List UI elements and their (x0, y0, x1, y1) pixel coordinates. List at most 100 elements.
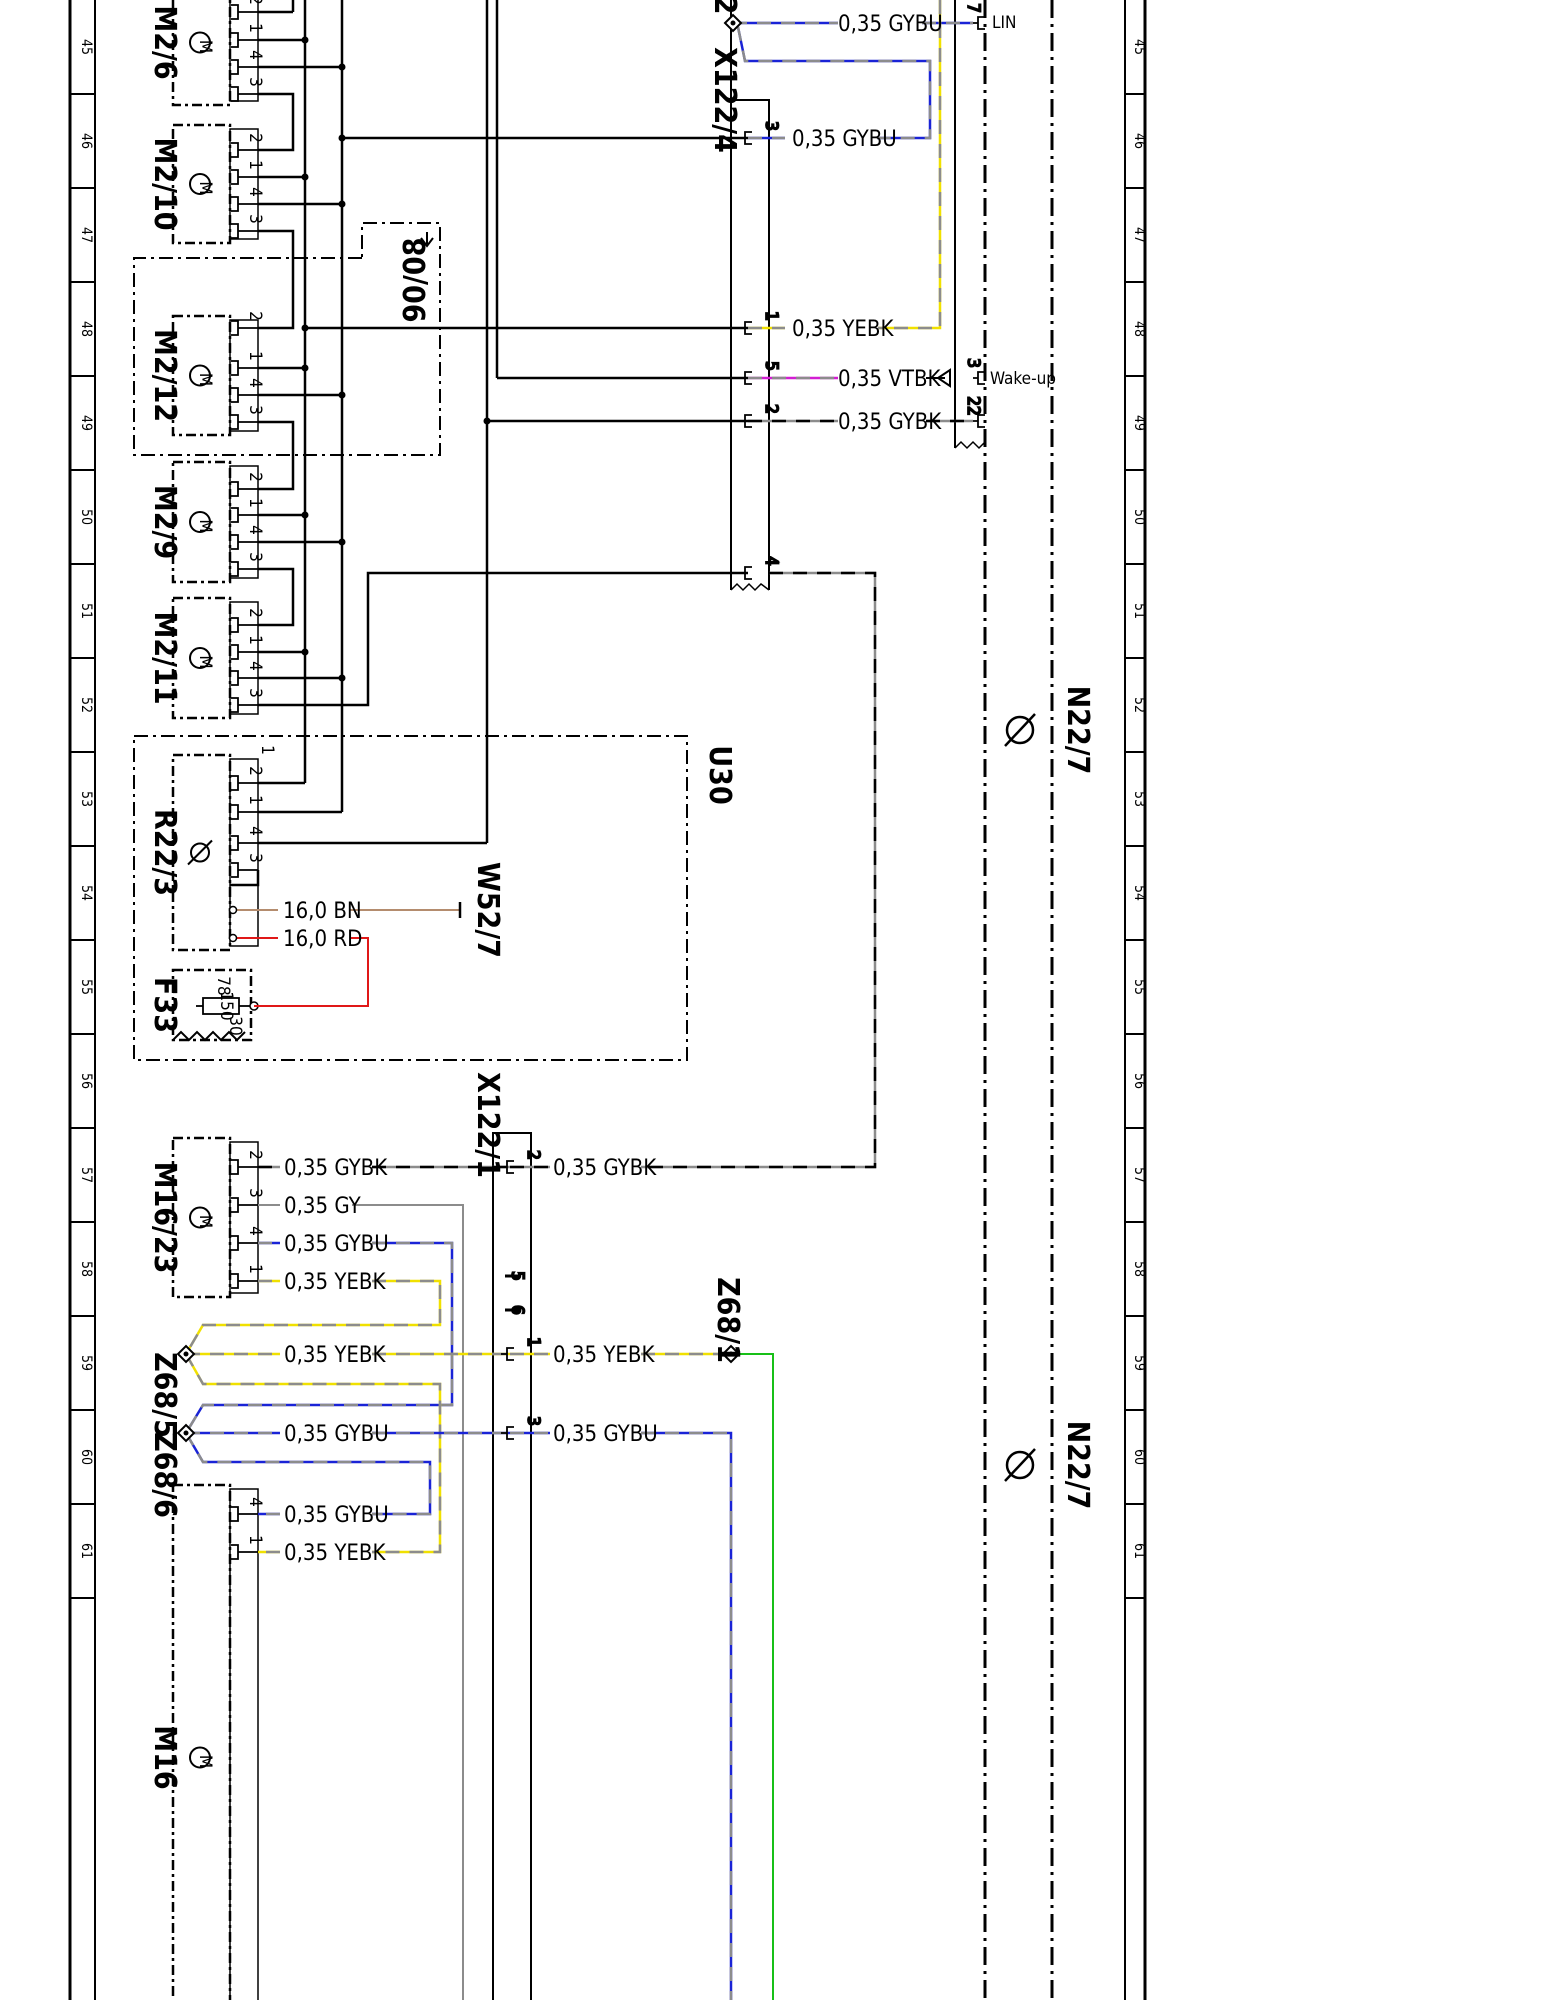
terminal-icon (228, 905, 238, 915)
m2-12-group-frame (133, 222, 441, 456)
ruler-tick-right: 49 (1131, 415, 1147, 431)
pin-number: 3 (761, 121, 781, 131)
wire-z5-loop (184, 1353, 442, 1554)
junction-dot (483, 417, 491, 425)
motor-icon (189, 364, 211, 387)
component-label-m16_23: M16/23 (147, 1162, 182, 1274)
ruler-tick-right: 61 (1131, 1543, 1147, 1559)
wire-x1-3 (510, 1431, 733, 2000)
wire-label-w-m16-1: 0,35 YEBK (284, 1270, 387, 1295)
component-label-u30: U30 (702, 745, 737, 804)
pin-number: 4 (245, 50, 265, 60)
motor-icon: M (195, 181, 215, 194)
splice-diamond-icon (723, 13, 743, 33)
ruler-tick-left: 53 (78, 791, 94, 807)
motor-icon: M (195, 373, 215, 386)
ruler-tick-left: 56 (78, 1073, 94, 1089)
ruler-tick-left: 50 (78, 509, 94, 525)
wire-z6-loop (184, 1432, 432, 1516)
wire-top-loop (736, 26, 932, 140)
pin-number: 4 (245, 1226, 265, 1236)
fuse-pin: 78 (213, 976, 233, 995)
motor-icon (189, 511, 211, 533)
pin-number: 2 (245, 133, 265, 143)
component-label-f33: F33 (147, 977, 182, 1033)
ruler-tick-left: 51 (78, 603, 94, 619)
pin-number: 3 (523, 1416, 543, 1426)
pin-number: 4 (245, 661, 265, 671)
x122-4-pin: 3 (739, 120, 782, 145)
component-label-z68-1: Z68/1 (710, 1277, 745, 1363)
wire-label-w-m16b-1: 0,35 YEBK (284, 1541, 387, 1566)
ruler-tick-right: 53 (1131, 791, 1147, 807)
component-label-top-partial: 2 (707, 0, 742, 14)
ruler-tick-right: 58 (1131, 1261, 1147, 1277)
component-label-m2_6: M2/6 (147, 5, 182, 79)
wire-m16-1 (184, 1279, 442, 1355)
pin-number: 1 (761, 311, 781, 321)
junction-dot (338, 391, 346, 399)
component-label-m16_partial: M16 (147, 1725, 182, 1789)
ruler-tick-left: 60 (78, 1449, 94, 1465)
motor-icon (189, 647, 211, 669)
pin-number: 2 (523, 1150, 543, 1160)
ruler-tick-left: 49 (78, 415, 94, 431)
pin-number: 2 (245, 0, 265, 5)
wire-m16-4 (184, 1241, 454, 1434)
fuse-rating: 150 (216, 991, 236, 1020)
wire-label-w-m16-2: 0,35 GYBK (284, 1156, 388, 1181)
wire-x4-1 (748, 0, 942, 330)
pin-number: 3 (245, 853, 265, 863)
component-label-w52-7: W52/7 (470, 862, 505, 958)
pin-number: 4 (245, 187, 265, 197)
motor-icon (189, 1746, 211, 1769)
pin-number: 7 (963, 3, 983, 13)
pin-number: 2 (245, 766, 265, 776)
motor-icon (189, 173, 211, 195)
wire-label-w-bn: 16,0 BN (283, 899, 362, 924)
sensor-icon (187, 839, 213, 866)
splice-z68-6-icon (176, 1423, 196, 1443)
ruler-tick-right: 55 (1131, 979, 1147, 995)
junction-dot (301, 173, 309, 181)
motor-icon (189, 31, 211, 54)
component-label-x122-1: X122/1 (470, 1072, 505, 1178)
wire-label-w-x4-5: 0,35 VTBK (838, 367, 942, 392)
right-ruler (1124, 0, 1147, 2000)
pin-number: 3 (245, 405, 265, 415)
pin-number: 2 (245, 1150, 265, 1160)
junction-dot (338, 134, 346, 142)
n22-7-symbol-icon (1004, 713, 1036, 747)
ruler-tick-left: 52 (78, 697, 94, 713)
ruler-tick-right: 54 (1131, 885, 1147, 901)
component-label-m2_10: M2/10 (147, 137, 182, 230)
wire-label-w-z6: 0,35 GYBU (284, 1422, 389, 1447)
ruler-tick-left: 46 (78, 133, 94, 149)
n22-7-pin: 7 (962, 2, 985, 30)
pin-number: 2 (245, 311, 265, 321)
x122-4-pin: 2 (739, 403, 782, 428)
junction-dot (338, 674, 346, 682)
ruler-tick-right: 46 (1131, 133, 1147, 149)
junction-dot (338, 200, 346, 208)
pin-number: 1 (245, 23, 265, 33)
wire-label-w-m16-3: 0,35 GY (284, 1194, 362, 1219)
pin-number: 1 (245, 498, 265, 508)
ruler-tick-left: 58 (78, 1261, 94, 1277)
wire-label-w-x1-1: 0,35 YEBK (553, 1343, 656, 1368)
ruler-tick-right: 52 (1131, 697, 1147, 713)
motor-icon: M (195, 519, 215, 532)
pin-number: 4 (245, 826, 265, 836)
pin-number: 4 (245, 378, 265, 388)
x122-1-pin: 5 (507, 1271, 527, 1281)
fuse-pin: 30 (225, 1016, 245, 1035)
n22-7-symbol-icon (1004, 1448, 1036, 1482)
pin-number: 2 (245, 608, 265, 618)
wire-x4-4 (641, 571, 877, 1169)
